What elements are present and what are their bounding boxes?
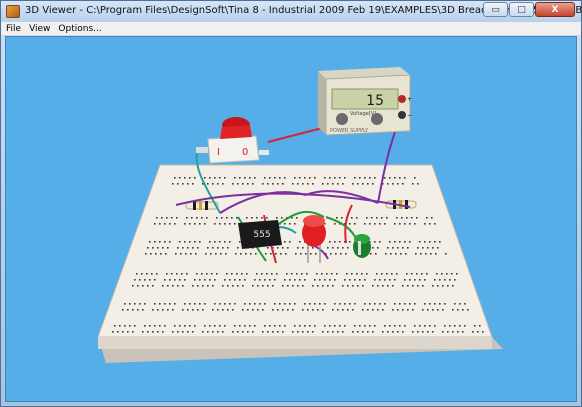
window-title: 3D Viewer - C:\Program Files\DesignSoft\…: [25, 5, 582, 16]
switch-off-mark: 0: [242, 147, 248, 158]
ic-label: 555: [253, 230, 270, 240]
voltage-knob-icon: [336, 113, 348, 125]
close-button[interactable]: X: [535, 2, 575, 17]
power-switch: I 0: [196, 117, 269, 164]
minimize-button[interactable]: ▭: [483, 2, 508, 17]
plus-label: +: [407, 96, 412, 103]
led: [302, 215, 326, 263]
minus-terminal-icon: [398, 111, 406, 119]
menu-bar: File View Options...: [1, 22, 581, 36]
3d-viewport[interactable]: 555 I 0: [5, 36, 577, 402]
maximize-icon: □: [517, 4, 526, 15]
resistor-left: [185, 201, 219, 210]
power-supply-knob-label: Voltage[V]: [350, 111, 376, 117]
power-supply: 15 Voltage[V] POWER SUPPLY + −: [318, 67, 412, 136]
current-knob-icon: [371, 113, 383, 125]
close-icon: X: [551, 4, 559, 15]
capacitor: [353, 234, 371, 258]
window-controls: ▭ □ X: [482, 2, 575, 17]
menu-file[interactable]: File: [6, 23, 22, 34]
ic-555: 555: [238, 220, 282, 249]
maximize-button[interactable]: □: [509, 2, 534, 17]
minus-label: −: [407, 112, 412, 119]
minimize-icon: ▭: [491, 4, 500, 15]
menu-options[interactable]: Options...: [58, 23, 102, 34]
breadboard-scene: 555 I 0: [97, 67, 503, 363]
breadboard-holes: [112, 177, 484, 333]
power-supply-display: 15: [366, 93, 384, 109]
tina-viewer-icon: [6, 5, 20, 18]
menu-view[interactable]: View: [29, 23, 51, 34]
power-supply-brand: POWER SUPPLY: [330, 128, 369, 134]
switch-on-mark: I: [217, 147, 220, 158]
title-bar[interactable]: 3D Viewer - C:\Program Files\DesignSoft\…: [1, 1, 582, 22]
plus-terminal-icon: [398, 95, 406, 103]
